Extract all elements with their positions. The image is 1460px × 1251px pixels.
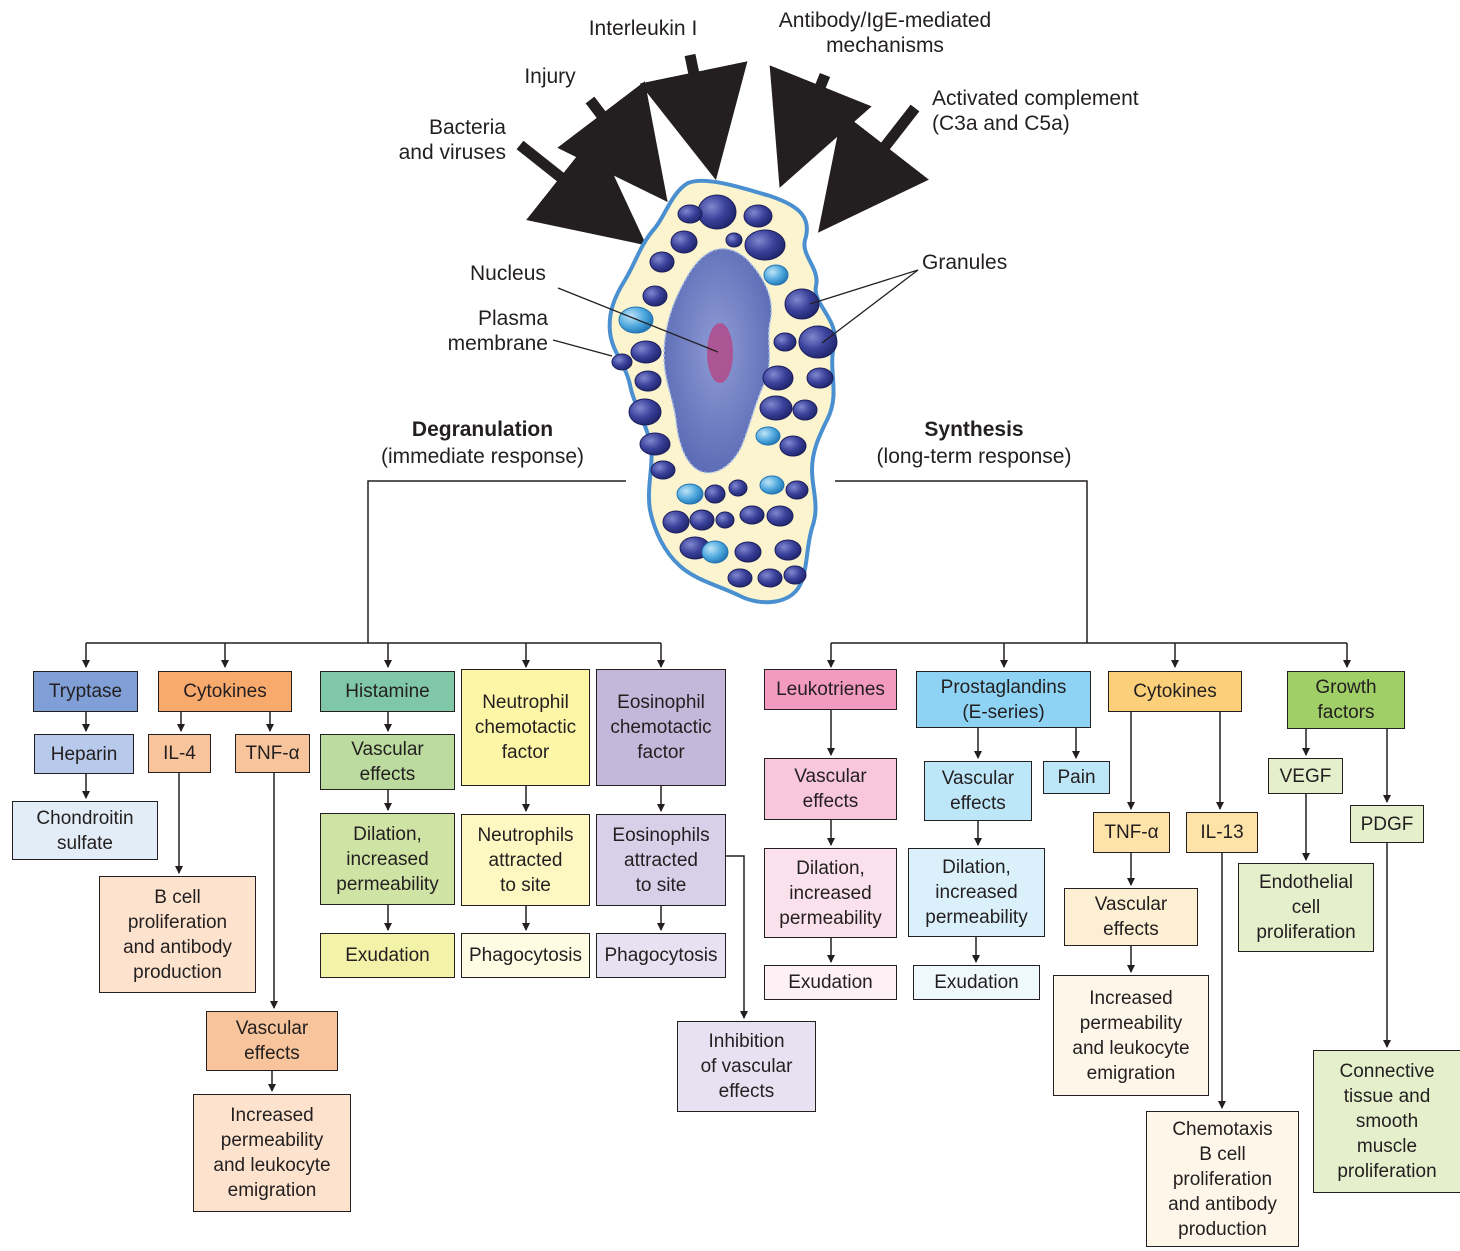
- il-4-box: IL-4: [148, 734, 211, 773]
- injury-label: Injury: [524, 65, 576, 88]
- antibody-label: Antibody/IgE-mediated mechanisms: [778, 9, 992, 57]
- granules-label: Granules: [922, 251, 1008, 274]
- dilation-prostaglandins-box: Dilation, increased permeability: [908, 848, 1045, 937]
- dilation-histamine-box: Dilation, increased permeability: [320, 813, 455, 905]
- growth-factors-box: Growth factors: [1287, 671, 1405, 729]
- chemotaxis-box: Chemotaxis B cell proliferation and anti…: [1146, 1111, 1299, 1247]
- degranulation-title: Degranulation: [411, 418, 554, 441]
- phagocytosis-neutrophil-box: Phagocytosis: [461, 933, 590, 978]
- nucleolus: [707, 323, 733, 383]
- synthesis-subtitle: (long-term response): [876, 445, 1072, 468]
- leukotrienes-box: Leukotrienes: [764, 669, 897, 710]
- pain-box: Pain: [1043, 761, 1110, 794]
- eosinophils-attracted-box: Eosinophils attracted to site: [596, 814, 726, 906]
- vascular-effects-leukotrienes-box: Vascular effects: [764, 758, 897, 820]
- exudation-leukotrienes-box: Exudation: [764, 965, 897, 1000]
- tryptase-box: Tryptase: [33, 671, 138, 712]
- cytokines-right-box: Cytokines: [1108, 671, 1242, 712]
- prostaglandins-box: Prostaglandins (E-series): [916, 671, 1091, 728]
- nucleus-label: Nucleus: [470, 262, 546, 285]
- il-13-box: IL-13: [1186, 812, 1258, 853]
- granules: [611, 194, 838, 588]
- pdgf-box: PDGF: [1350, 805, 1424, 843]
- vascular-effects-histamine-box: Vascular effects: [320, 734, 455, 790]
- neutrophil-chemotactic-factor-box: Neutrophil chemotactic factor: [461, 669, 590, 786]
- mast-cell: [552, 178, 919, 605]
- plasma-membrane-label: Plasma membrane: [447, 307, 548, 355]
- exudation-prostaglandins-box: Exudation: [913, 965, 1040, 1000]
- phagocytosis-eosinophil-box: Phagocytosis: [596, 933, 726, 978]
- synthesis-title: Synthesis: [924, 418, 1024, 441]
- histamine-box: Histamine: [320, 671, 455, 712]
- dilation-leukotrienes-box: Dilation, increased permeability: [764, 848, 897, 938]
- b-cell-proliferation-box: B cell proliferation and antibody produc…: [99, 876, 256, 993]
- connective-tissue-box: Connective tissue and smooth muscle prol…: [1313, 1050, 1460, 1193]
- stimulus-arrows: [516, 53, 929, 246]
- vegf-box: VEGF: [1268, 758, 1343, 794]
- vascular-effects-tnf-left-box: Vascular effects: [206, 1011, 338, 1071]
- neutrophils-attracted-box: Neutrophils attracted to site: [461, 814, 590, 906]
- complement-label: Activated complement (C3a and C5a): [932, 87, 1139, 135]
- heparin-box: Heparin: [34, 734, 134, 774]
- increased-permeability-right-box: Increased permeability and leukocyte emi…: [1053, 975, 1209, 1096]
- tnf-alpha-right-box: TNF-α: [1093, 812, 1170, 853]
- vascular-effects-prostaglandins-box: Vascular effects: [924, 761, 1032, 821]
- eosinophil-chemotactic-factor-box: Eosinophil chemotactic factor: [596, 669, 726, 786]
- cytokines-left-box: Cytokines: [158, 671, 292, 712]
- degranulation-subtitle: (immediate response): [380, 445, 585, 468]
- tnf-alpha-left-box: TNF-α: [235, 734, 310, 773]
- cell-pointer-lines: [552, 269, 919, 357]
- vascular-effects-cytokines-right-box: Vascular effects: [1064, 888, 1198, 946]
- interleukin-label: Interleukin I: [588, 17, 698, 40]
- increased-permeability-left-box: Increased permeability and leukocyte emi…: [193, 1094, 351, 1212]
- endothelial-cell-proliferation-box: Endothelial cell proliferation: [1238, 863, 1374, 952]
- exudation-histamine-box: Exudation: [320, 933, 455, 978]
- chondroitin-sulfate-box: Chondroitin sulfate: [12, 801, 158, 860]
- connector-lines: [82, 480, 1391, 1109]
- bacteria-label: Bacteria and viruses: [398, 116, 506, 164]
- inhibition-vascular-effects-box: Inhibition of vascular effects: [677, 1021, 816, 1112]
